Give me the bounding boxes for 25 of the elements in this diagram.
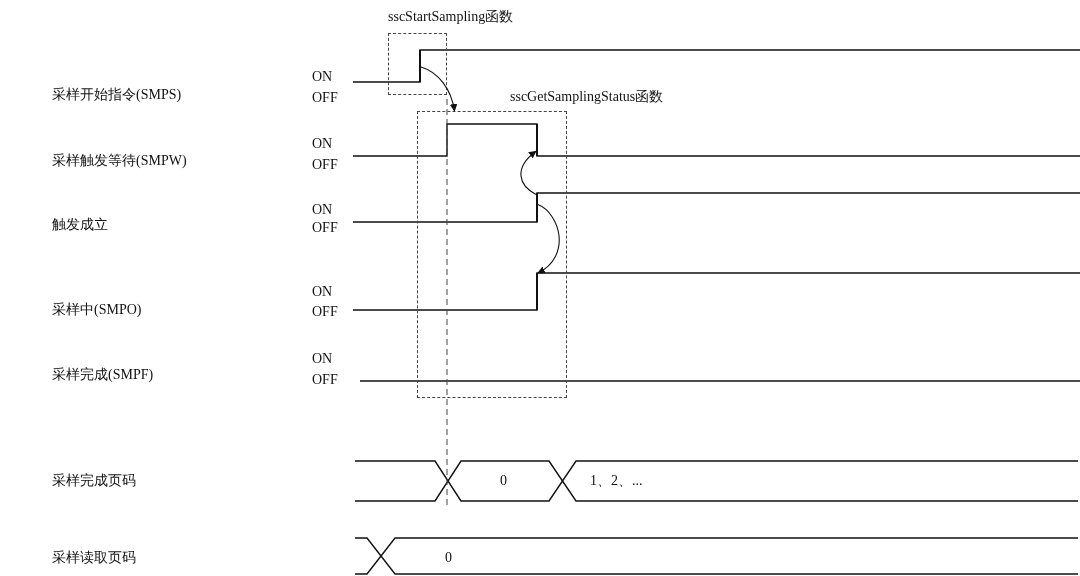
state-label: ON — [312, 201, 333, 219]
function-label: sscStartSampling函数 — [388, 8, 514, 26]
signal-name: 采样完成页码 — [52, 472, 136, 490]
function-label: sscGetSamplingStatus函数 — [510, 88, 664, 106]
signal-name: 采样中(SMPO) — [52, 301, 142, 319]
curved-arrow — [520, 150, 537, 195]
value-label: 0 — [500, 472, 507, 490]
state-label: OFF — [312, 89, 338, 107]
state-label: ON — [312, 283, 333, 301]
signal-name: 采样开始指令(SMPS) — [52, 86, 182, 104]
signal-name: 采样读取页码 — [52, 549, 136, 567]
state-label: ON — [312, 350, 333, 368]
curved-arrow — [420, 66, 458, 112]
state-label: ON — [312, 135, 333, 153]
state-label: ON — [312, 68, 333, 86]
state-label: OFF — [312, 156, 338, 174]
value-label: 0 — [445, 549, 452, 567]
signal-name: 触发成立 — [52, 216, 108, 234]
curved-arrow — [537, 204, 560, 274]
signal-name: 采样完成(SMPF) — [52, 366, 154, 384]
state-label: OFF — [312, 371, 338, 389]
signal-name: 采样触发等待(SMPW) — [52, 152, 187, 170]
state-label: OFF — [312, 219, 338, 237]
value-label: 1、2、... — [590, 472, 643, 490]
state-label: OFF — [312, 303, 338, 321]
